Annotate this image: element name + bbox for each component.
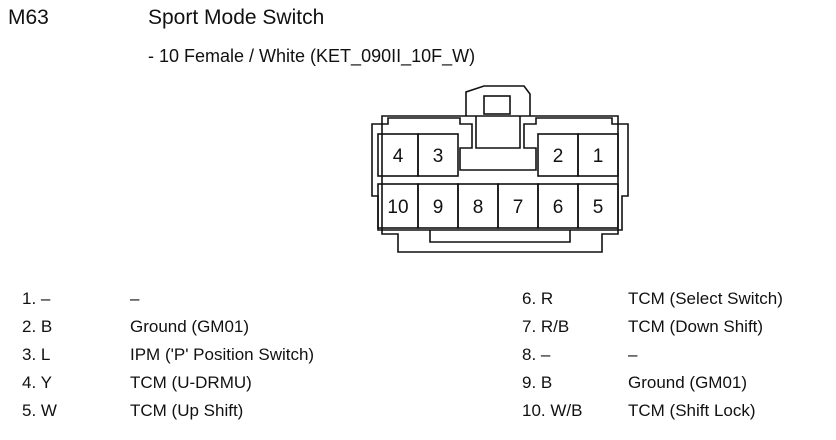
pin-number: 3. L xyxy=(22,345,51,364)
pin-number: 10. W/B xyxy=(522,401,583,420)
pin-description: IPM ('P' Position Switch) xyxy=(130,345,315,364)
connector-subtitle: - 10 Female / White (KET_090II_10F_W) xyxy=(148,46,476,66)
pin-label-9: 9 xyxy=(433,197,444,218)
pin-label-6: 6 xyxy=(553,197,564,218)
connector-inner-frame xyxy=(371,117,629,231)
pin-number: 9. B xyxy=(522,373,553,392)
pin-cell-3 xyxy=(417,133,459,177)
pin-description: TCM (U-DRMU) xyxy=(130,373,252,392)
connector-latch xyxy=(465,85,531,116)
pin-description: TCM (Select Switch) xyxy=(628,289,783,308)
pin-label-5: 5 xyxy=(593,197,604,218)
pin-number: 7. R/B xyxy=(522,317,570,336)
pin-label-2: 2 xyxy=(553,146,564,167)
pin-number: 2. B xyxy=(22,317,53,336)
pin-description: TCM (Shift Lock) xyxy=(628,401,756,420)
pin-cell-1 xyxy=(577,133,619,177)
pin-label-4: 4 xyxy=(393,146,404,167)
pin-number: 1. – xyxy=(22,289,51,308)
pin-number: 6. R xyxy=(522,289,554,308)
pin-label-1: 1 xyxy=(593,146,604,167)
pin-description: TCM (Up Shift) xyxy=(130,401,244,420)
pin-label-10: 10 xyxy=(387,197,408,218)
pin-description: – xyxy=(628,345,638,364)
pin-description: Ground (GM01) xyxy=(628,373,748,392)
pin-label-3: 3 xyxy=(433,146,444,167)
pin-cell-5 xyxy=(577,183,619,229)
pin-description: TCM (Down Shift) xyxy=(628,317,764,336)
connector-code: M63 xyxy=(8,6,49,29)
pin-description: Ground (GM01) xyxy=(130,317,250,336)
latch-window xyxy=(483,95,511,115)
connector-title: Sport Mode Switch xyxy=(148,6,325,29)
connector-face-diagram: 4 3 2 1 10 9 8 7 6 5 xyxy=(371,85,629,253)
pin-label-8: 8 xyxy=(473,197,484,218)
pin-label-7: 7 xyxy=(513,197,524,218)
pin-number: 8. – xyxy=(522,345,551,364)
pin-number: 5. W xyxy=(22,401,57,420)
pin-description: – xyxy=(130,289,140,308)
pin-number: 4. Y xyxy=(22,373,52,392)
